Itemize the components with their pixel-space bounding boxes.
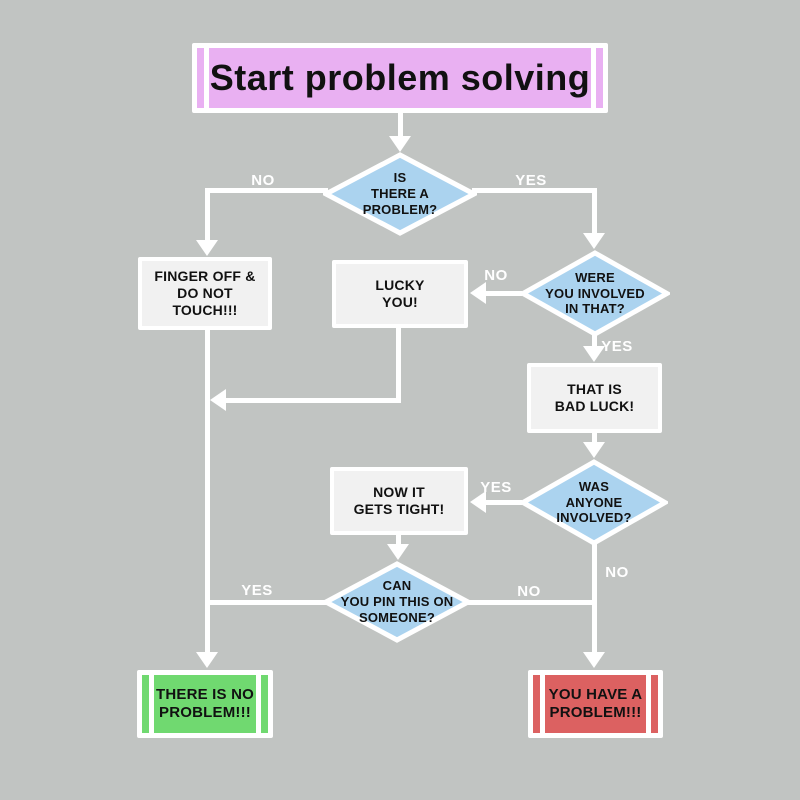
node-bad-luck: THAT IS BAD LUCK!	[527, 363, 662, 433]
page-title: Start problem solving	[209, 57, 591, 98]
arrowhead-down-icon	[387, 544, 409, 560]
terminal-bar-right	[591, 48, 596, 108]
connector-involved-yes	[592, 335, 597, 350]
connector-anyone-yes	[482, 500, 522, 505]
node-gets-tight: NOW IT GETS TIGHT!	[330, 467, 468, 535]
arrowhead-down-icon	[583, 652, 605, 668]
connector-pin-no	[468, 600, 597, 605]
connector-getstight-to-pin	[396, 533, 401, 548]
edge-label-problem-no: NO	[251, 172, 275, 189]
edge-label-involved-no: NO	[484, 267, 508, 284]
terminal-bar-left	[540, 675, 545, 733]
node-lucky-you-label: LUCKY YOU!	[375, 276, 425, 310]
node-finger-off: FINGER OFF & DO NOT TOUCH!!!	[138, 257, 272, 330]
edge-label-problem-yes: YES	[515, 172, 547, 189]
node-q-problem: IS THERE A PROBLEM?	[323, 152, 477, 236]
connector-right-trunk	[592, 544, 597, 656]
connector-problem-no-v	[205, 188, 210, 242]
edge-label-anyone-no: NO	[605, 564, 629, 581]
connector-problem-no-h	[205, 188, 328, 193]
node-start-terminal: Start problem solving	[192, 43, 608, 113]
edge-label-involved-yes: YES	[601, 338, 633, 355]
node-q-anyone-label: WAS ANYONE INVOLVED?	[556, 478, 632, 526]
connector-problem-yes-v	[592, 188, 597, 236]
diamond-shape-icon	[520, 250, 670, 337]
edge-label-pin-yes: YES	[241, 582, 273, 599]
arrowhead-down-icon	[583, 346, 605, 362]
node-finger-off-label: FINGER OFF & DO NOT TOUCH!!!	[154, 267, 256, 319]
arrowhead-down-icon	[196, 652, 218, 668]
node-bad-luck-label: THAT IS BAD LUCK!	[554, 380, 635, 414]
terminal-bar-right	[646, 675, 651, 733]
connector-badluck-to-anyone	[592, 431, 597, 446]
connector-lucky-out-v	[396, 326, 401, 403]
connector-involved-no	[482, 291, 522, 296]
terminal-bar-left	[204, 48, 209, 108]
terminal-bar-left	[149, 675, 154, 733]
connector-title-to-problem	[398, 112, 403, 140]
node-q-involved: WERE YOU INVOLVED IN THAT?	[520, 250, 670, 337]
node-q-pin-label: CAN YOU PIN THIS ON SOMEONE?	[340, 578, 454, 625]
arrowhead-down-icon	[196, 240, 218, 256]
arrowhead-left-icon	[210, 389, 226, 411]
node-q-problem-label: IS THERE A PROBLEM?	[362, 170, 438, 217]
node-have-problem-label: YOU HAVE A PROBLEM!!!	[548, 685, 643, 721]
node-lucky-you: LUCKY YOU!	[332, 260, 468, 328]
connector-pin-yes	[205, 600, 327, 605]
connector-lucky-out-h	[220, 398, 401, 403]
edge-label-pin-no: NO	[517, 583, 541, 600]
arrowhead-down-icon	[583, 442, 605, 458]
diamond-shape-icon	[520, 459, 668, 546]
node-q-involved-label: WERE YOU INVOLVED IN THAT?	[545, 269, 645, 317]
node-gets-tight-label: NOW IT GETS TIGHT!	[353, 483, 445, 517]
node-have-problem-terminal: YOU HAVE A PROBLEM!!!	[528, 670, 663, 738]
node-q-pin: CAN YOU PIN THIS ON SOMEONE?	[323, 561, 471, 643]
diamond-shape-icon	[323, 561, 471, 643]
terminal-bar-right	[256, 675, 261, 733]
node-no-problem-terminal: THERE IS NO PROBLEM!!!	[137, 670, 273, 738]
arrowhead-down-icon	[389, 136, 411, 152]
diamond-shape-icon	[323, 152, 477, 236]
edge-label-anyone-yes: YES	[480, 479, 512, 496]
arrowhead-left-icon	[470, 491, 486, 513]
node-no-problem-label: THERE IS NO PROBLEM!!!	[155, 685, 255, 721]
node-q-anyone: WAS ANYONE INVOLVED?	[520, 459, 668, 546]
arrowhead-down-icon	[583, 233, 605, 249]
arrowhead-left-icon	[470, 282, 486, 304]
connector-left-trunk	[205, 328, 210, 656]
connector-problem-yes-h	[472, 188, 597, 193]
